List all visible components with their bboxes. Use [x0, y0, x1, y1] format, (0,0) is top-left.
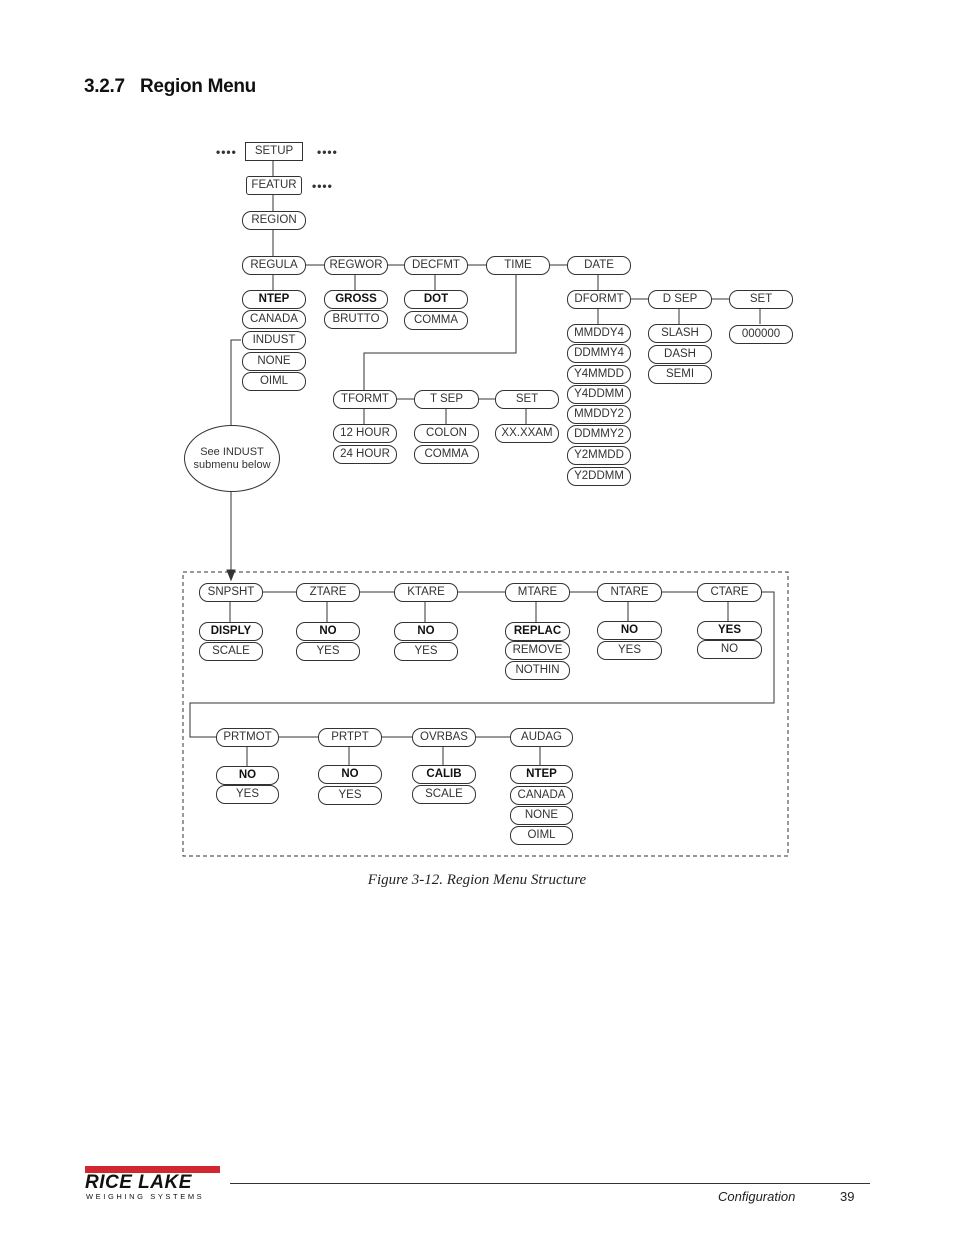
logo-sub-text: WEIGHING SYSTEMS	[86, 1192, 205, 1201]
indust-ntare: NTARE	[597, 583, 662, 602]
option-regula-oiml: OIML	[242, 372, 306, 391]
logo-red-bar	[85, 1166, 220, 1173]
menu-time-set: SET	[495, 390, 559, 409]
option-regula-canada: CANADA	[242, 310, 306, 329]
option-prtmot-yes: YES	[216, 785, 279, 804]
option-mtare-nothin: NOTHIN	[505, 661, 570, 680]
option-prtmot-no: NO	[216, 766, 279, 785]
option-ntare-yes: YES	[597, 641, 662, 660]
menu-date-set: SET	[729, 290, 793, 309]
option-regwor-gross: GROSS	[324, 290, 388, 309]
section-title: Region Menu	[140, 76, 256, 97]
option-dformt-y4ddmm: Y4DDMM	[567, 385, 631, 404]
menu-region: REGION	[242, 211, 306, 230]
indust-mtare: MTARE	[505, 583, 570, 602]
option-date-set-value: 000000	[729, 325, 793, 344]
footer-page-number: 39	[840, 1189, 855, 1204]
option-ovrbas-scale: SCALE	[412, 785, 476, 804]
option-ntare-no: NO	[597, 621, 662, 640]
menu-dformt: DFORMT	[567, 290, 631, 309]
option-ztare-yes: YES	[296, 642, 360, 661]
option-tformt-12hour: 12 HOUR	[333, 424, 397, 443]
option-regula-indust: INDUST	[242, 331, 306, 350]
menu-featur: FEATUR	[246, 176, 302, 195]
indust-ovrbas: OVRBAS	[412, 728, 476, 747]
option-tformt-24hour: 24 HOUR	[333, 445, 397, 464]
option-decfmt-comma: COMMA	[404, 311, 468, 330]
option-mtare-replac: REPLAC	[505, 622, 570, 641]
indust-note-line-2: submenu below	[193, 458, 271, 471]
option-dsep-slash: SLASH	[648, 324, 712, 343]
option-prtpt-no: NO	[318, 765, 382, 784]
continuation-dots-left: ••••	[216, 145, 237, 159]
indust-ctare: CTARE	[697, 583, 762, 602]
indust-ktare: KTARE	[394, 583, 458, 602]
menu-dsep: D SEP	[648, 290, 712, 309]
option-ktare-yes: YES	[394, 642, 458, 661]
indust-audag: AUDAG	[510, 728, 573, 747]
option-ctare-no: NO	[697, 640, 762, 659]
figure-caption: Figure 3-12. Region Menu Structure	[367, 872, 587, 888]
option-mtare-remove: REMOVE	[505, 641, 570, 660]
indust-snpsht: SNPSHT	[199, 583, 263, 602]
footer-section-name: Configuration	[718, 1189, 796, 1204]
option-dformt-y4mmdd: Y4MMDD	[567, 365, 631, 384]
menu-date: DATE	[567, 256, 631, 275]
option-prtpt-yes: YES	[318, 786, 382, 805]
logo-main-text: RICE LAKE	[85, 1172, 192, 1193]
option-dformt-y2ddmm: Y2DDMM	[567, 467, 631, 486]
menu-tformt: TFORMT	[333, 390, 397, 409]
option-dformt-mmddy4: MMDDY4	[567, 324, 631, 343]
continuation-dots-featur: ••••	[312, 179, 333, 193]
option-decfmt-dot: DOT	[404, 290, 468, 309]
option-ktare-no: NO	[394, 622, 458, 641]
option-audag-none: NONE	[510, 806, 573, 825]
option-ztare-no: NO	[296, 622, 360, 641]
option-snpsht-disply: DISPLY	[199, 622, 263, 641]
option-snpsht-scale: SCALE	[199, 642, 263, 661]
option-audag-ntep: NTEP	[510, 765, 573, 784]
indust-note-ellipse: See INDUST submenu below	[184, 425, 280, 492]
option-tsep-comma: COMMA	[414, 445, 479, 464]
menu-time: TIME	[486, 256, 550, 275]
footer-rule	[230, 1183, 870, 1184]
option-dsep-semi: SEMI	[648, 365, 712, 384]
continuation-dots-right: ••••	[317, 145, 338, 159]
option-regwor-brutto: BRUTTO	[324, 310, 388, 329]
option-audag-oiml: OIML	[510, 826, 573, 845]
indust-ztare: ZTARE	[296, 583, 360, 602]
option-dsep-dash: DASH	[648, 345, 712, 364]
indust-note-line-1: See INDUST	[200, 445, 264, 458]
option-ovrbas-calib: CALIB	[412, 765, 476, 784]
section-number: 3.2.7	[84, 76, 125, 97]
option-dformt-y2mmdd: Y2MMDD	[567, 446, 631, 465]
option-time-set-value: XX.XXAM	[495, 424, 559, 443]
menu-decfmt: DECFMT	[404, 256, 468, 275]
indust-prtmot: PRTMOT	[216, 728, 279, 747]
menu-tsep: T SEP	[414, 390, 479, 409]
section-heading: 3.2.7 Region Menu	[84, 76, 256, 98]
menu-regula: REGULA	[242, 256, 306, 275]
option-regula-none: NONE	[242, 352, 306, 371]
menu-regwor: REGWOR	[324, 256, 388, 275]
option-dformt-mmddy2: MMDDY2	[567, 405, 631, 424]
option-regula-ntep: NTEP	[242, 290, 306, 309]
option-dformt-ddmmy4: DDMMY4	[567, 344, 631, 363]
option-audag-canada: CANADA	[510, 786, 573, 805]
option-dformt-ddmmy2: DDMMY2	[567, 425, 631, 444]
option-ctare-yes: YES	[697, 621, 762, 640]
menu-setup: SETUP	[245, 142, 303, 161]
indust-prtpt: PRTPT	[318, 728, 382, 747]
option-tsep-colon: COLON	[414, 424, 479, 443]
